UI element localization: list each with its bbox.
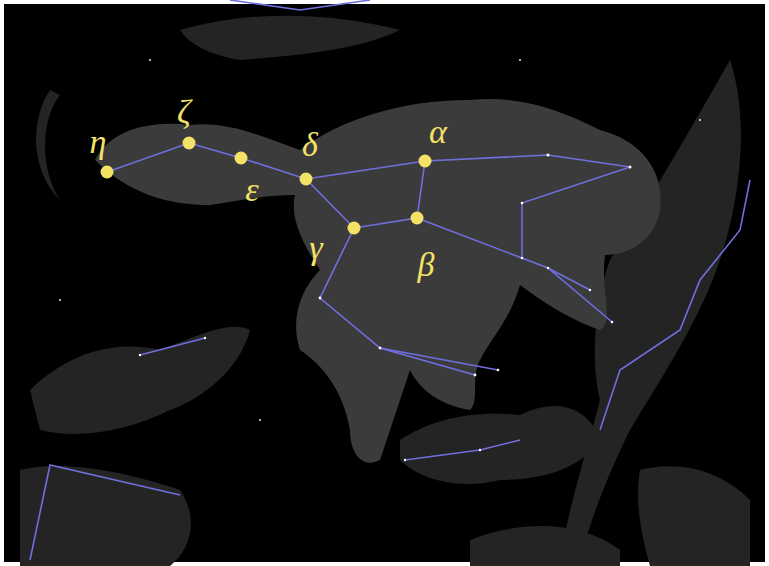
bear-silhouette [95, 99, 661, 463]
star-letter: ζ [177, 95, 191, 129]
star-letter: η [90, 125, 107, 159]
labelled-stars [101, 137, 432, 235]
star-letter: ε [245, 173, 258, 207]
star-letter: α [429, 115, 447, 149]
constellation-lines [30, 0, 750, 560]
stars [59, 59, 701, 461]
star-letter: δ [302, 128, 318, 162]
neighbour-figures [20, 16, 750, 566]
star-letter: γ [309, 231, 322, 265]
star-letter: β [418, 248, 435, 282]
